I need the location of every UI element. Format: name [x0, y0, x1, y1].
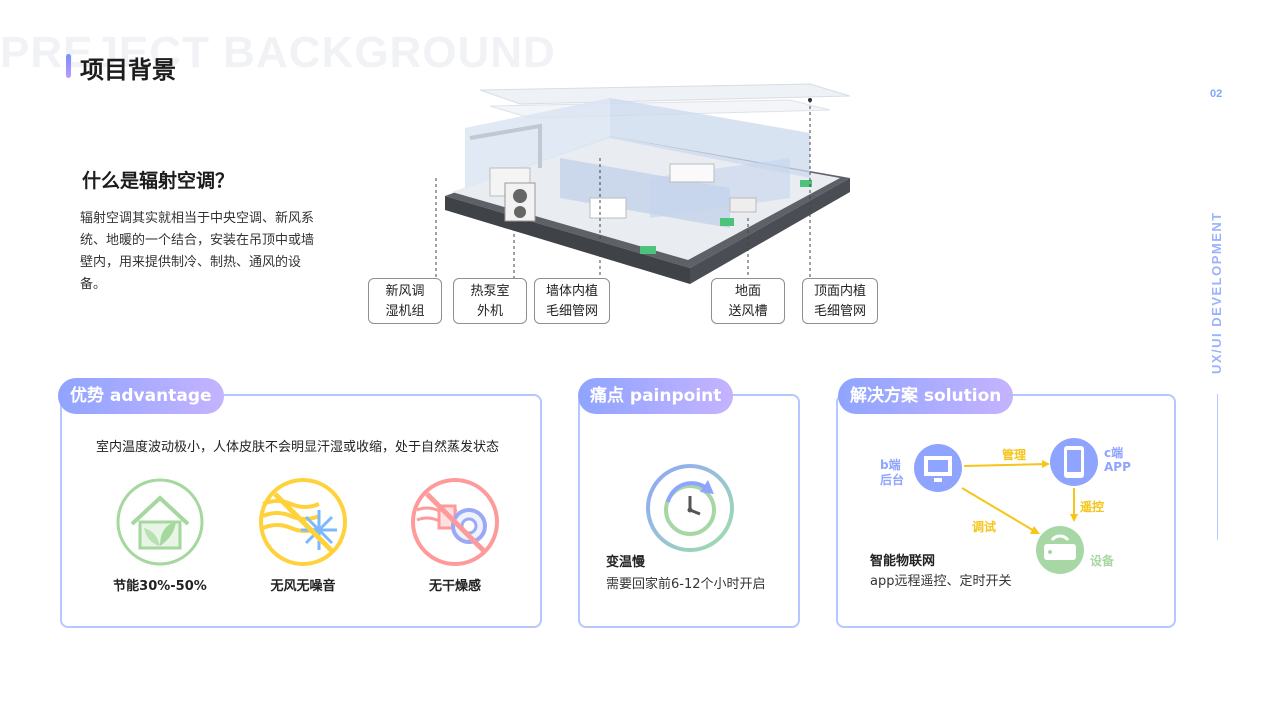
- painpoint-text: 需要回家前6-12个小时开启: [606, 577, 766, 592]
- painpoint-title: 变温慢: [606, 555, 646, 570]
- label-line: 墙体内植: [545, 284, 598, 299]
- title-accent-bar: [66, 54, 71, 78]
- no-dry-icon: [411, 478, 499, 566]
- label-fresh-air-unit: 新风调 湿机组: [368, 278, 442, 324]
- painpoint-heading: 痛点 painpoint: [578, 378, 734, 414]
- node-label-device: 设备: [1090, 554, 1115, 568]
- clock-refresh-icon: [646, 464, 734, 552]
- label-floor-vent: 地面 送风槽: [711, 278, 785, 324]
- vertical-divider: [1217, 394, 1218, 540]
- node-label-backend-line1: b端: [880, 458, 901, 472]
- label-line: 毛细管网: [545, 304, 598, 319]
- solution-card: [836, 394, 1176, 628]
- solution-heading: 解决方案 solution: [838, 378, 1014, 414]
- advantage-heading: 优势 advantage: [58, 378, 224, 414]
- label-line: 送风槽: [728, 304, 768, 319]
- label-line: 湿机组: [385, 304, 425, 319]
- iot-diagram: [914, 438, 1098, 574]
- page-number: 02: [1210, 88, 1223, 100]
- eco-house-icon: [116, 478, 204, 566]
- node-label-backend: b端 后台: [880, 458, 904, 488]
- label-heat-pump: 热泵室 外机: [453, 278, 527, 324]
- node-label-app-line2: APP: [1104, 460, 1131, 474]
- edge-label-manage: 管理: [1002, 448, 1027, 462]
- label-line: 新风调: [385, 284, 425, 299]
- node-label-app-line1: c端: [1104, 446, 1124, 460]
- background-watermark-text: PREJECT BACKGROUND: [0, 28, 556, 77]
- advantage-caption-silent: 无风无噪音: [270, 579, 336, 594]
- building-illustration: [435, 83, 851, 284]
- no-wind-icon: [259, 478, 347, 566]
- label-wall-capillary: 墙体内植 毛细管网: [534, 278, 610, 324]
- solution-text: app远程遥控、定时开关: [870, 574, 1012, 589]
- label-line: 毛细管网: [813, 304, 866, 319]
- label-line: 外机: [476, 304, 503, 319]
- label-line: 热泵室: [470, 284, 510, 299]
- vertical-section-label: UX/UI DEVELOPMENT: [1209, 211, 1224, 374]
- edge-label-remote: 遥控: [1080, 500, 1105, 514]
- edge-label-debug: 调试: [972, 520, 997, 534]
- node-label-backend-line2: 后台: [880, 473, 905, 487]
- page-title: 项目背景: [80, 56, 176, 84]
- advantage-text: 室内温度波动极小，人体皮肤不会明显汗湿或收缩，处于自然蒸发状态: [96, 440, 500, 455]
- advantage-caption-no-dry: 无干燥感: [428, 579, 481, 594]
- advantage-caption-energy: 节能30%-50%: [113, 579, 207, 594]
- intro-question: 什么是辐射空调？: [82, 170, 235, 192]
- intro-body: 辐射空调其实就相当于中央空调、新风系统、地暖的一个结合，安装在吊顶中或墙壁内，用…: [80, 211, 315, 292]
- label-ceiling-capillary: 顶面内植 毛细管网: [802, 278, 878, 324]
- node-label-app: c端 APP: [1104, 446, 1131, 474]
- label-line: 地面: [734, 284, 761, 299]
- label-line: 顶面内植: [813, 284, 866, 299]
- solution-title: 智能物联网: [870, 554, 936, 569]
